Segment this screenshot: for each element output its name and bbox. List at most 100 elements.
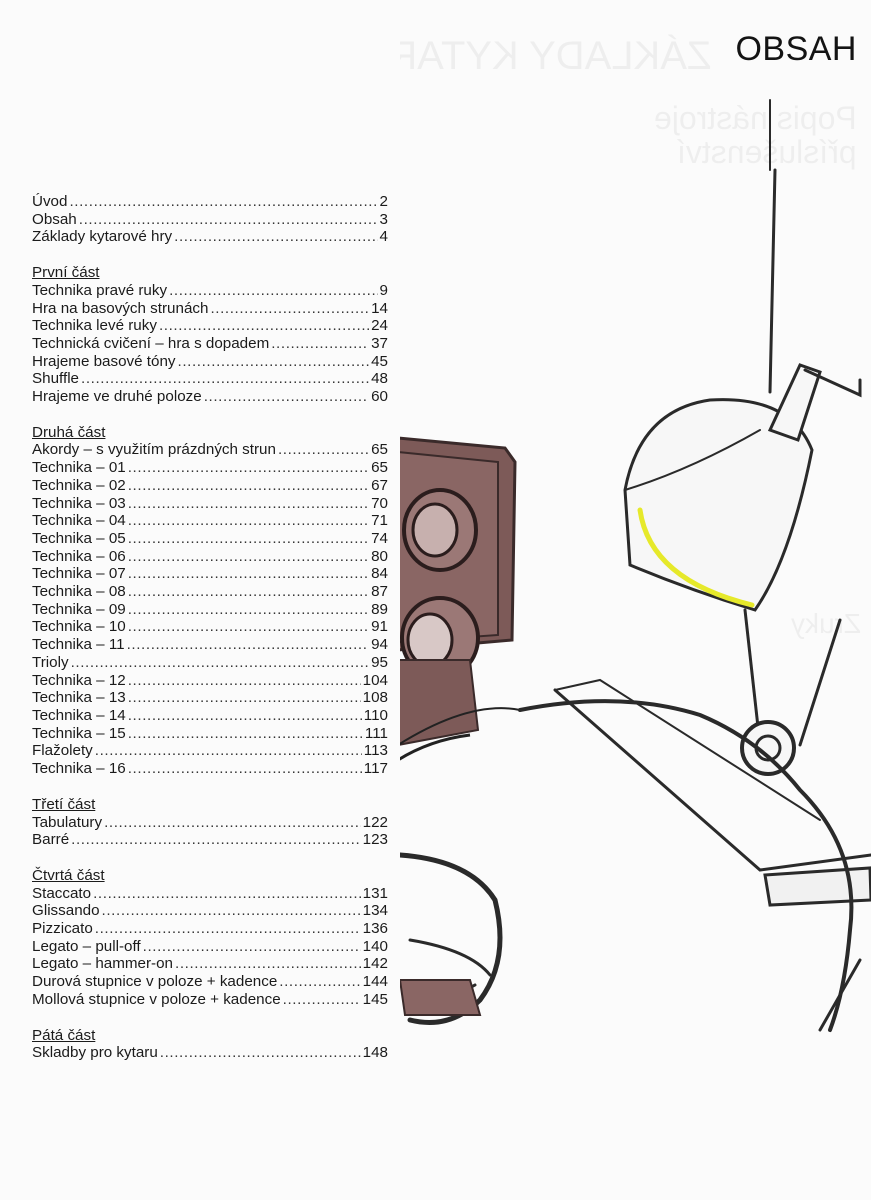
toc-entry-page: 84 (371, 565, 388, 583)
toc-entry[interactable]: Technika – 1091 (32, 618, 388, 636)
toc-entry[interactable]: Technika – 0989 (32, 601, 388, 619)
toc-dot-leader (174, 228, 377, 246)
toc-entry[interactable]: Technická cvičení – hra s dopadem37 (32, 335, 388, 353)
toc-entry[interactable]: Technika – 13 108 (32, 689, 388, 707)
toc-dot-leader (69, 193, 377, 211)
toc-entry-label: Technika – 16 (32, 760, 126, 778)
toc-entry[interactable]: Legato – pull-off140 (32, 938, 388, 956)
toc-entry-page: 87 (371, 583, 388, 601)
toc-entry-label: Barré (32, 831, 70, 849)
toc-entry[interactable]: Shuffle48 (32, 370, 388, 388)
toc-entry-label: Hra na basových strunách (32, 299, 209, 317)
toc-entry[interactable]: Flažolety113 (32, 742, 388, 760)
toc-entry-label: Úvod (32, 193, 68, 210)
toc-entry-label: Obsah (32, 210, 77, 228)
toc-dot-leader (95, 742, 362, 760)
toc-entry[interactable]: Obsah 3 (32, 211, 388, 229)
toc-entry-label: Technika – 05 (32, 529, 126, 547)
toc-dot-leader (128, 565, 369, 583)
toc-entry[interactable]: Technika pravé ruky9 (32, 282, 388, 300)
toc-entry[interactable]: Technika – 15111 (32, 725, 388, 743)
toc-entry[interactable]: Technika levé ruky24 (32, 317, 388, 335)
toc-dot-leader (128, 512, 369, 530)
toc-entry-page: 74 (371, 529, 388, 547)
toc-entry-label: Hrajeme ve druhé poloze (32, 388, 202, 406)
toc-entry[interactable]: Technika – 0471 (32, 512, 388, 530)
toc-entry[interactable]: Technika – 14110 (32, 707, 388, 725)
toc-entry[interactable]: Úvod2 (32, 193, 388, 211)
toc-entry-page: 148 (362, 1044, 388, 1062)
toc-entry[interactable]: Mollová stupnice v poloze + kadence145 (32, 991, 388, 1009)
toc-dot-leader (81, 370, 369, 388)
toc-entry-label: Technika – 11 (32, 636, 125, 654)
toc-entry-label: Tabulatury (32, 813, 103, 831)
toc-entry-label: Technika – 13 (32, 689, 126, 707)
toc-entry-label: Technika – 06 (32, 547, 126, 565)
toc-entry-label: Akordy – s využitím prázdných strun (32, 441, 276, 459)
toc-entry[interactable]: Hrajeme ve druhé poloze 60 (32, 388, 388, 406)
toc-dot-leader (104, 814, 361, 832)
toc-entry-page: 91 (371, 618, 388, 636)
toc-entry[interactable]: Hrajeme basové tóny45 (32, 353, 388, 371)
toc-entry-page: 65 (371, 441, 388, 459)
toc-entry[interactable]: Technika – 16117 (32, 760, 388, 778)
toc-entry-page: 140 (362, 937, 388, 955)
toc-section-title: První část (32, 264, 100, 282)
toc-entry-label: Technika – 04 (32, 512, 126, 530)
toc-dot-leader (175, 955, 361, 973)
toc-entry-label: Technika – 03 (32, 494, 126, 512)
toc-dot-leader (169, 282, 377, 300)
toc-entry[interactable]: Trioly95 (32, 654, 388, 672)
toc-section-title: Druhá část (32, 423, 106, 441)
toc-entry-label: Skladby pro kytaru (32, 1044, 158, 1062)
toc-entry-page: 4 (379, 228, 388, 246)
toc-dot-leader (128, 601, 369, 619)
toc-entry[interactable]: Technika – 1194 (32, 636, 388, 654)
toc-dot-leader (128, 689, 361, 707)
toc-entry-page: 134 (362, 902, 388, 920)
toc-entry[interactable]: Barré123 (32, 831, 388, 849)
toc-entry[interactable]: Technika – 0784 (32, 565, 388, 583)
toc-entry-page: 108 (362, 689, 388, 707)
toc-entry[interactable]: Technika – 12104 (32, 672, 388, 690)
toc-entry[interactable]: Durová stupnice v poloze + kadence 144 (32, 973, 388, 991)
toc-entry-page: 144 (362, 973, 388, 991)
toc-entry[interactable]: Tabulatury122 (32, 814, 388, 832)
toc-dot-leader (128, 459, 369, 477)
toc-entry[interactable]: Technika – 0680 (32, 548, 388, 566)
toc-dot-leader (128, 548, 369, 566)
toc-dot-leader (210, 300, 369, 318)
toc-entry[interactable]: Hra na basových strunách 14 (32, 300, 388, 318)
toc-entry[interactable]: Základy kytarové hry4 (32, 228, 388, 246)
toc-entry[interactable]: Legato – hammer-on142 (32, 955, 388, 973)
toc-entry-page: 111 (364, 724, 388, 742)
toc-dot-leader (128, 495, 369, 513)
toc-entry[interactable]: Technika – 0370 (32, 495, 388, 513)
toc-entry[interactable]: Akordy – s využitím prázdných strun 65 (32, 441, 388, 459)
toc-dot-leader (128, 477, 369, 495)
toc-entry-page: 3 (379, 210, 388, 228)
toc-entry-label: Durová stupnice v poloze + kadence (32, 973, 278, 991)
toc-entry[interactable]: Staccato131 (32, 885, 388, 903)
toc-entry[interactable]: Technika – 0165 (32, 459, 388, 477)
toc-entry[interactable]: Technika – 0887 (32, 583, 388, 601)
toc-entry[interactable]: Technika – 05 74 (32, 530, 388, 548)
toc-entry-page: 60 (371, 388, 388, 406)
toc-entry[interactable]: Glissando134 (32, 902, 388, 920)
toc-entry[interactable]: Skladby pro kytaru 148 (32, 1044, 388, 1062)
toc-dot-leader (159, 317, 369, 335)
toc-entry-page: 48 (371, 370, 388, 388)
toc-dot-leader (279, 973, 360, 991)
toc-entry-label: Mollová stupnice v poloze + kadence (32, 990, 281, 1008)
toc-entry[interactable]: Pizzicato136 (32, 920, 388, 938)
toc-entry-label: Flažolety (32, 742, 93, 760)
toc-entry-label: Technika – 14 (32, 706, 126, 724)
toc-entry-label: Technika levé ruky (32, 317, 157, 335)
toc-entry-page: 14 (371, 299, 388, 317)
toc-section: Třetí částTabulatury122Barré123 (32, 796, 388, 849)
toc-entry[interactable]: Technika – 0267 (32, 477, 388, 495)
speaker-cabinet-drawing (396, 436, 521, 762)
